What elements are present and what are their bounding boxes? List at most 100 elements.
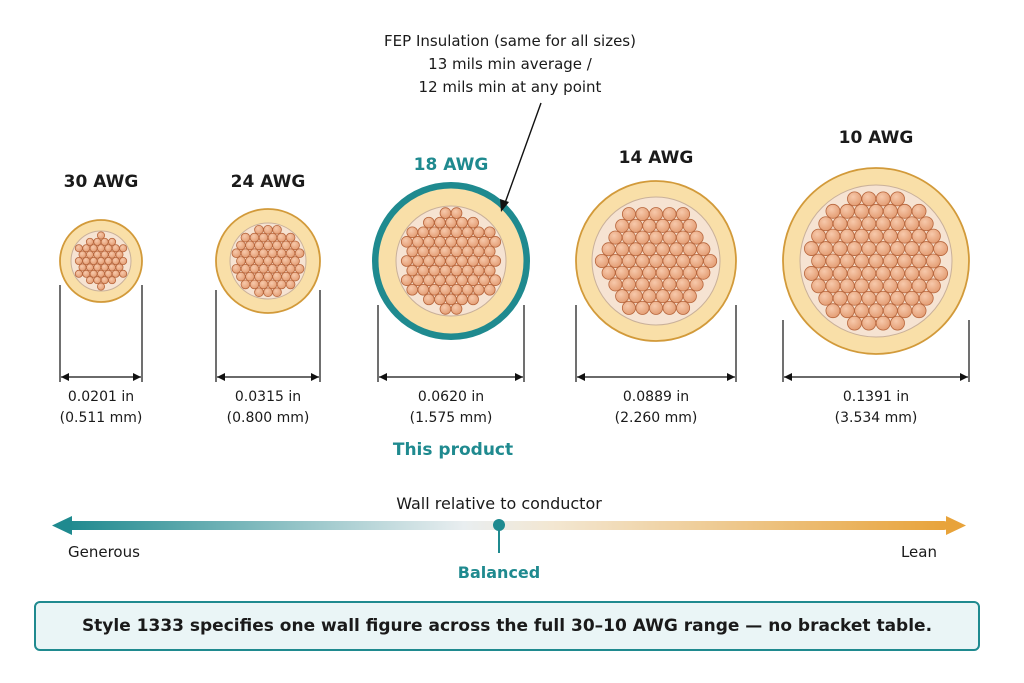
- copper-strand: [78, 263, 87, 272]
- copper-strand: [904, 241, 920, 256]
- copper-strand: [621, 300, 636, 315]
- copper-strand: [231, 248, 242, 258]
- copper-strand: [111, 256, 120, 265]
- copper-strand: [897, 253, 913, 269]
- copper-strand: [918, 290, 934, 306]
- copper-strand: [82, 244, 91, 253]
- copper-strand: [911, 278, 927, 294]
- copper-strand: [439, 303, 452, 315]
- copper-strand: [411, 255, 424, 267]
- scale-left-label: Generous: [68, 543, 140, 561]
- copper-strand: [621, 230, 636, 245]
- copper-strand: [649, 300, 664, 315]
- copper-strand: [411, 274, 424, 286]
- copper-strand: [655, 265, 670, 280]
- copper-strand: [89, 256, 98, 265]
- copper-strand: [594, 253, 609, 268]
- copper-strand: [119, 256, 128, 265]
- copper-strand: [635, 253, 650, 268]
- copper-strand: [689, 253, 704, 268]
- this-product-label: This product: [392, 440, 514, 460]
- dimension-30: 0.0201 in (0.511 mm): [60, 387, 143, 429]
- copper-strand: [703, 253, 718, 268]
- copper-strand: [439, 283, 452, 296]
- copper-strand: [811, 253, 826, 269]
- copper-strand: [272, 224, 282, 235]
- dimension-arrow-left: [61, 373, 69, 381]
- copper-strand: [267, 279, 278, 290]
- copper-strand: [272, 256, 282, 266]
- copper-strand: [461, 245, 474, 258]
- dimension-in: 0.0620 in: [417, 389, 485, 405]
- copper-strand: [93, 276, 102, 285]
- copper-strand: [868, 203, 884, 219]
- dimension-mm: (1.575 mm): [409, 410, 493, 426]
- copper-strand: [635, 300, 650, 315]
- copper-strand: [82, 269, 91, 278]
- copper-strand: [875, 191, 891, 207]
- copper-strand: [93, 250, 102, 259]
- copper-strand: [115, 250, 124, 259]
- copper-strand: [628, 242, 643, 257]
- balanced-marker-dot: [493, 519, 505, 531]
- copper-strand: [411, 236, 424, 248]
- copper-strand: [119, 269, 128, 278]
- copper-strand: [818, 290, 834, 306]
- copper-strand: [285, 248, 296, 258]
- copper-strand: [875, 216, 891, 232]
- copper-strand: [85, 237, 94, 246]
- copper-strand: [445, 255, 457, 267]
- copper-strand: [254, 240, 264, 251]
- copper-strand: [628, 289, 643, 304]
- note-box: Style 1333 specifies one wall figure acr…: [34, 601, 980, 651]
- callout-line-1: FEP Insulation (same for all sizes): [384, 32, 636, 50]
- copper-strand: [400, 255, 413, 267]
- copper-strand: [276, 248, 287, 258]
- copper-strand: [406, 264, 419, 277]
- copper-strand: [445, 293, 457, 306]
- copper-strand: [249, 232, 260, 243]
- copper-strand: [854, 228, 870, 244]
- copper-strand: [882, 303, 898, 319]
- copper-strand: [456, 255, 468, 267]
- copper-strand: [111, 244, 120, 253]
- copper-strand: [104, 269, 113, 278]
- copper-strand: [294, 264, 305, 274]
- copper-strand: [272, 240, 282, 251]
- wire-14-awg: [575, 180, 737, 382]
- copper-strand: [254, 256, 264, 266]
- copper-strand: [608, 253, 623, 268]
- copper-strand: [628, 218, 643, 233]
- copper-strand: [236, 271, 246, 282]
- copper-strand: [696, 265, 711, 280]
- copper-strand: [669, 289, 684, 304]
- copper-strand: [933, 266, 948, 281]
- copper-strand: [439, 207, 452, 219]
- dimension-arrow-right: [727, 373, 735, 381]
- copper-strand: [904, 290, 920, 306]
- copper-strand: [642, 218, 657, 233]
- copper-strand: [445, 216, 457, 229]
- dimension-arrow-left: [577, 373, 585, 381]
- copper-strand: [236, 240, 246, 251]
- dimension-mm: (0.511 mm): [59, 410, 143, 426]
- copper-strand: [669, 242, 684, 257]
- dimension-mm: (3.534 mm): [834, 410, 918, 426]
- copper-strand: [825, 228, 841, 244]
- copper-strand: [254, 271, 264, 282]
- copper-strand: [272, 287, 282, 298]
- copper-strand: [467, 255, 479, 267]
- copper-strand: [97, 256, 106, 265]
- dimension-in: 0.1391 in: [842, 389, 910, 405]
- copper-strand: [100, 263, 109, 272]
- copper-strand: [249, 279, 260, 290]
- scale-arrow-left: [52, 516, 72, 535]
- copper-strand: [423, 255, 435, 267]
- copper-strand: [847, 290, 862, 306]
- copper-strand: [635, 230, 650, 245]
- copper-strand: [456, 274, 468, 286]
- copper-strand: [601, 242, 616, 257]
- copper-strand: [290, 256, 300, 266]
- copper-strand: [478, 274, 491, 286]
- copper-strand: [93, 263, 102, 272]
